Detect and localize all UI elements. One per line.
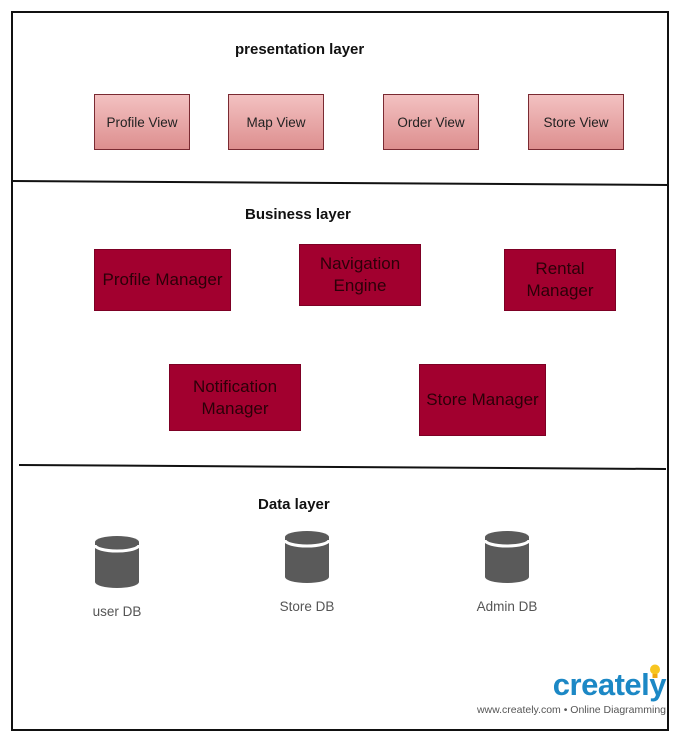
divider-business-data <box>18 464 667 470</box>
creately-tagline: www.creately.com • Online Diagramming <box>476 704 666 716</box>
presentation-layer-title: presentation layer <box>235 41 365 58</box>
map-view-box[interactable]: Map View <box>228 94 324 150</box>
rental-manager-box[interactable]: Rental Manager <box>504 249 616 311</box>
user-db-label: user DB <box>92 604 142 619</box>
profile-manager-box[interactable]: Profile Manager <box>94 249 231 311</box>
order-view-box[interactable]: Order View <box>383 94 479 150</box>
database-cylinder-icon[interactable] <box>93 534 141 590</box>
diagram-frame <box>11 11 669 731</box>
navigation-engine-box[interactable]: Navigation Engine <box>299 244 421 306</box>
divider-presentation-business <box>11 180 670 186</box>
store-db-label: Store DB <box>279 599 335 614</box>
profile-view-box[interactable]: Profile View <box>94 94 190 150</box>
database-cylinder-icon[interactable] <box>283 529 331 585</box>
data-layer-title: Data layer <box>258 496 330 513</box>
admin-db-label: Admin DB <box>476 599 538 614</box>
notification-manager-box[interactable]: Notification Manager <box>169 364 301 431</box>
store-view-box[interactable]: Store View <box>528 94 624 150</box>
lightbulb-icon <box>650 664 660 678</box>
store-manager-box[interactable]: Store Manager <box>419 364 546 436</box>
business-layer-title: Business layer <box>245 206 351 223</box>
creately-watermark: creately www.creately.com • Online Diagr… <box>476 664 667 716</box>
database-cylinder-icon[interactable] <box>483 529 531 585</box>
creately-logo: creately <box>552 667 667 702</box>
